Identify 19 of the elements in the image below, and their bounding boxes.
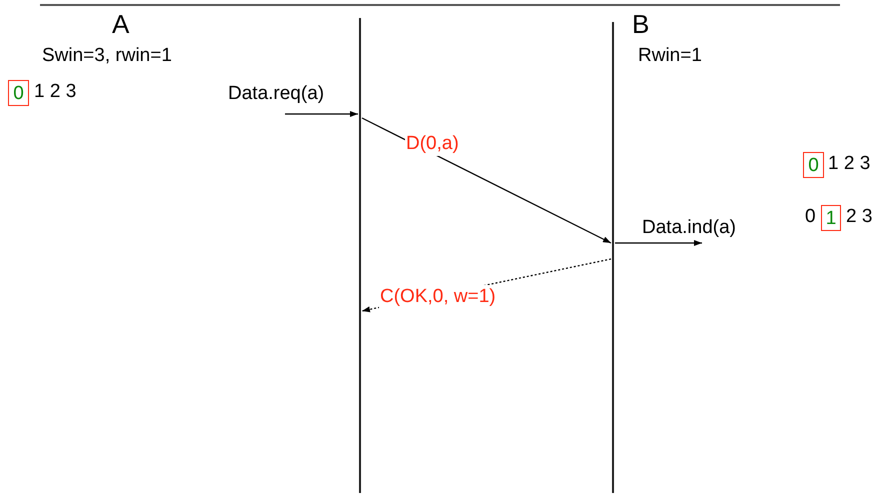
lifeline xyxy=(612,22,614,493)
participant-label: B xyxy=(632,8,650,40)
lifeline xyxy=(359,18,361,493)
edge-label: D(0,a) xyxy=(405,132,460,156)
edge-label: Data.ind(a) xyxy=(641,216,737,240)
window-label: Swin=3, rwin=1 xyxy=(42,44,172,68)
edge-label: C(OK,0, w=1) xyxy=(379,285,497,309)
window-slot: 1 xyxy=(821,205,841,231)
sequence-numbers: 2 3 xyxy=(846,205,872,229)
window-slot: 0 xyxy=(803,152,824,178)
window-label: Rwin=1 xyxy=(638,44,702,68)
edge-label: Data.req(a) xyxy=(227,82,326,106)
sequence-numbers: 1 2 3 xyxy=(828,152,870,176)
sequence-numbers: 1 2 3 xyxy=(34,80,76,104)
arrow xyxy=(285,111,358,117)
arrow xyxy=(615,240,702,246)
sequence-number: 0 xyxy=(805,205,816,229)
participant-label: A xyxy=(112,8,130,40)
window-slot: 0 xyxy=(8,80,29,106)
